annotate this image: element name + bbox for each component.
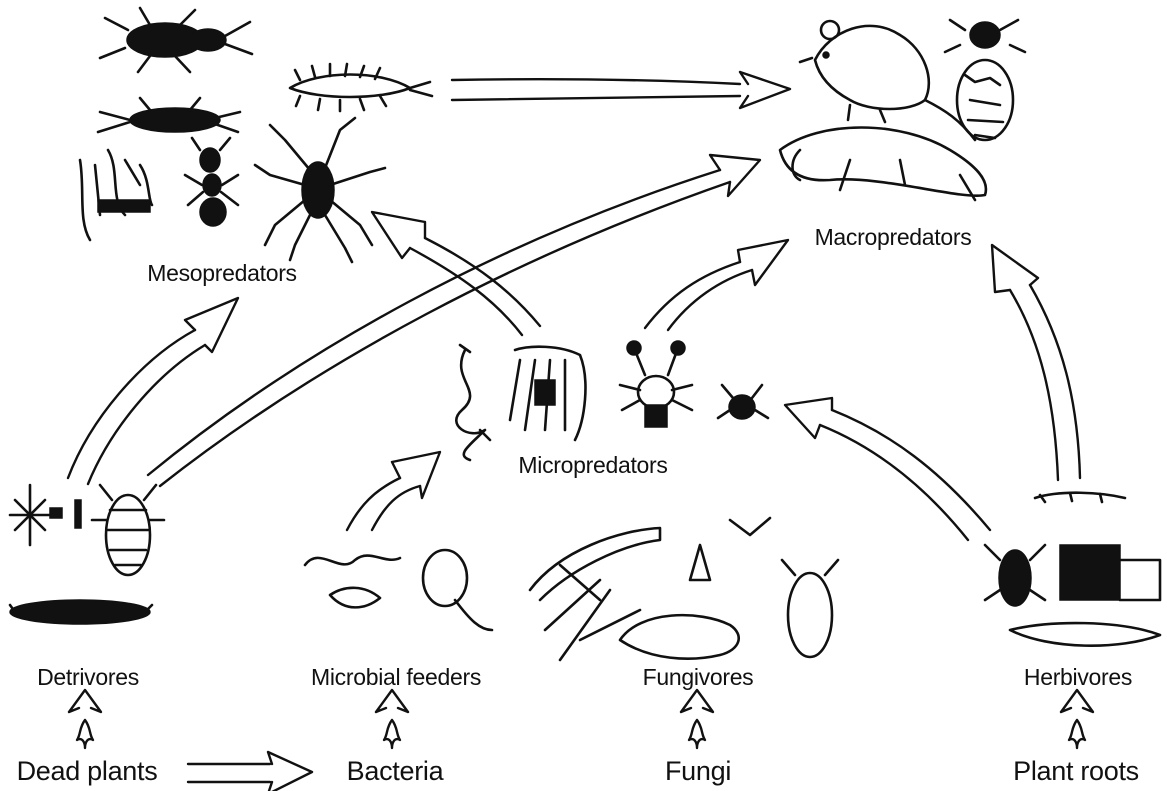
node-detrivores: Detrivores [37, 664, 139, 691]
node-herbivores: Herbivores [1024, 664, 1132, 691]
node-microbial-feeders: Microbial feeders [311, 664, 481, 691]
node-dead-plants: Dead plants [17, 756, 158, 787]
node-plant-roots: Plant roots [1013, 756, 1139, 787]
node-macropredators: Macropredators [815, 224, 972, 251]
node-fungivores: Fungivores [643, 664, 754, 691]
node-micropredators: Micropredators [518, 452, 667, 479]
micropredator-organisms-illustration [456, 341, 768, 460]
herbivore-organisms-illustration [985, 493, 1160, 646]
detrivore-organisms-illustration [10, 485, 164, 624]
fungivore-organisms-illustration [530, 518, 838, 660]
node-mesopredators: Mesopredators [147, 260, 297, 287]
food-web-arrows [68, 72, 1093, 791]
node-fungi: Fungi [665, 756, 731, 787]
macropredator-organisms-illustration [780, 20, 1025, 200]
node-bacteria: Bacteria [347, 756, 444, 787]
microbial-feeder-organisms-illustration [305, 550, 492, 630]
